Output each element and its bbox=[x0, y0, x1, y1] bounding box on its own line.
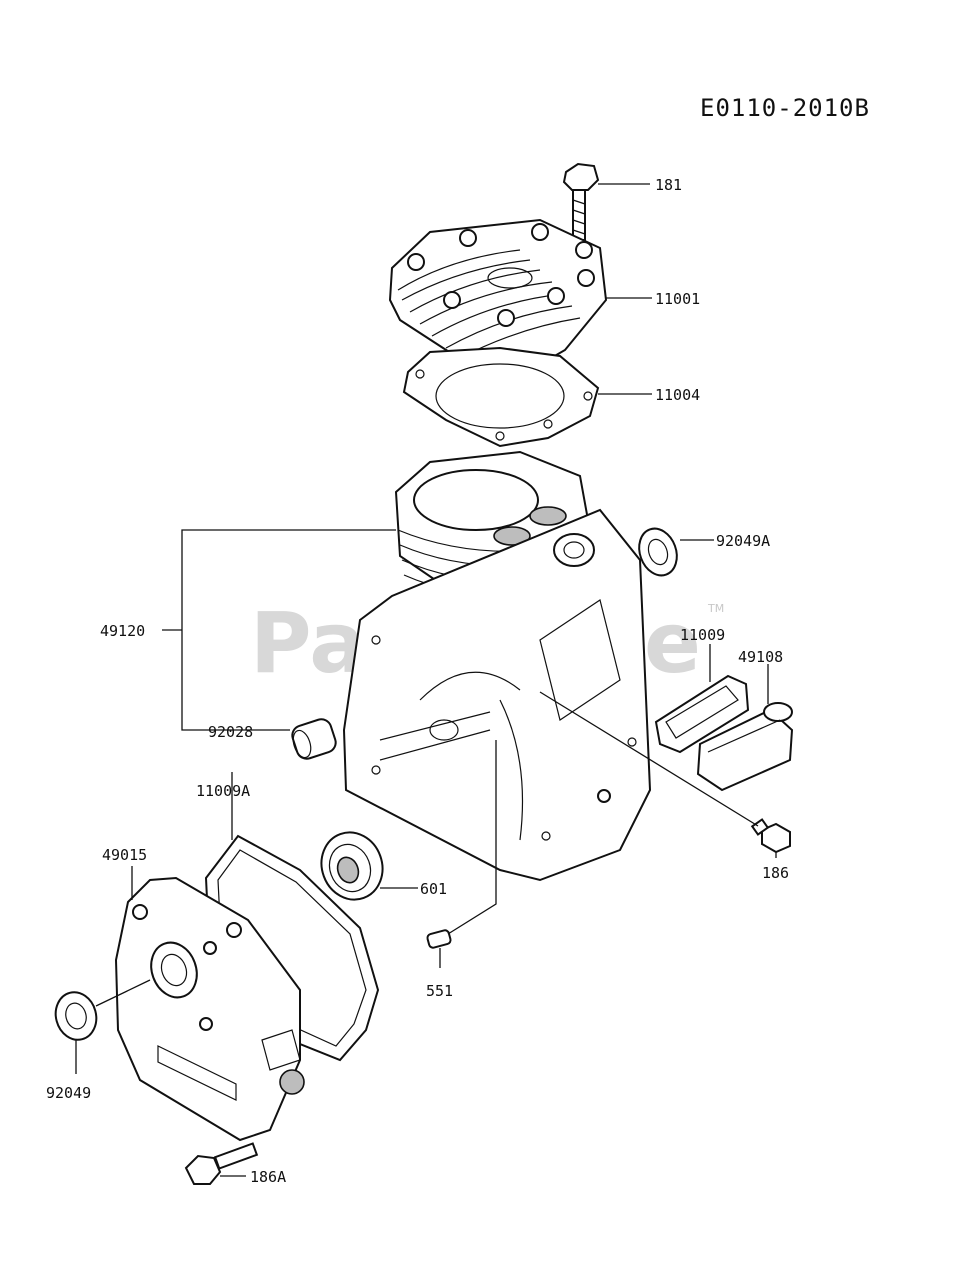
label-92049: 92049 bbox=[46, 1084, 91, 1102]
label-186A: 186A bbox=[250, 1168, 286, 1186]
label-11004: 11004 bbox=[655, 386, 700, 404]
part-11001-cylinder-head[interactable] bbox=[388, 218, 608, 378]
part-92049A-oil-seal[interactable] bbox=[633, 523, 683, 580]
label-11009A: 11009A bbox=[196, 782, 250, 800]
label-49108: 49108 bbox=[738, 648, 783, 666]
part-186-bolt[interactable] bbox=[750, 818, 791, 854]
part-49015-crankcase-cover[interactable] bbox=[114, 876, 305, 1142]
label-92049A: 92049A bbox=[716, 532, 770, 550]
label-92028: 92028 bbox=[208, 723, 253, 741]
label-601: 601 bbox=[420, 880, 447, 898]
part-92049-oil-seal[interactable] bbox=[50, 988, 101, 1045]
label-11001: 11001 bbox=[655, 290, 700, 308]
diagram-code: E0110-2010B bbox=[700, 94, 870, 122]
part-186A-bolt[interactable] bbox=[184, 1142, 259, 1185]
label-186: 186 bbox=[762, 864, 789, 882]
label-49120: 49120 bbox=[100, 622, 145, 640]
part-11004-head-gasket[interactable] bbox=[402, 346, 600, 448]
label-11009: 11009 bbox=[680, 626, 725, 644]
label-551: 551 bbox=[426, 982, 453, 1000]
part-11009-gasket[interactable] bbox=[654, 674, 750, 754]
part-49108-breather-cover[interactable] bbox=[696, 702, 794, 792]
part-49120-crankcase-cylinder[interactable] bbox=[342, 450, 652, 882]
label-49015: 49015 bbox=[102, 846, 147, 864]
part-181-bolt[interactable] bbox=[562, 162, 600, 241]
label-181: 181 bbox=[655, 176, 682, 194]
watermark-trademark: TM bbox=[707, 602, 724, 615]
part-601-ball-bearing[interactable] bbox=[312, 824, 392, 908]
part-551-dowel-pin[interactable] bbox=[426, 929, 452, 949]
part-92028-plug[interactable] bbox=[290, 717, 339, 762]
